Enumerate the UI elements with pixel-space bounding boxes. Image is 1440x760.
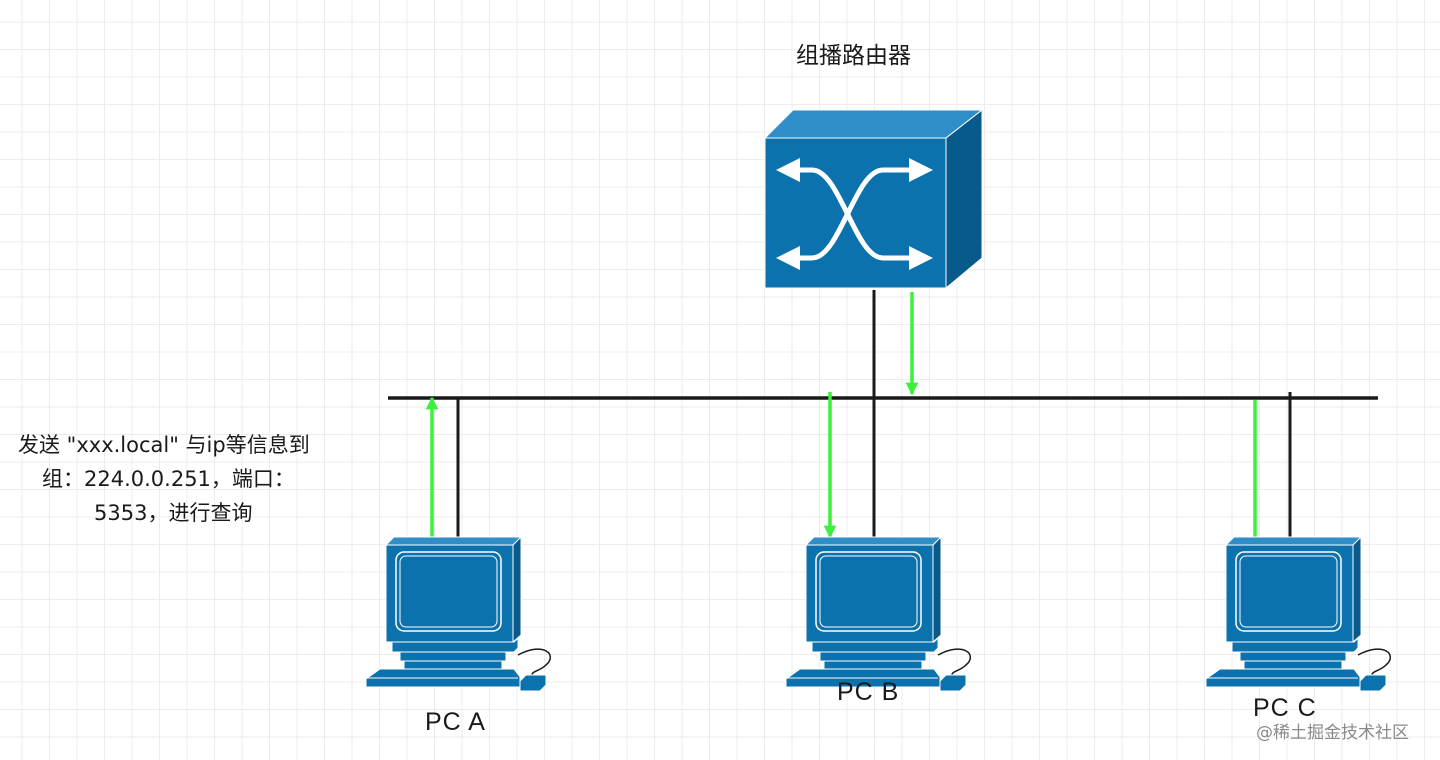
query-note-line: 发送 "xxx.local" 与ip等信息到 (18, 433, 310, 457)
multicast-router-icon (763, 108, 984, 290)
watermark: @稀土掘金技术社区 (1256, 723, 1409, 743)
query-note-line: 组：224.0.0.251，端口： (42, 467, 295, 491)
pc-c-label: PC C (1253, 694, 1317, 722)
query-note: 发送 "xxx.local" 与ip等信息到 组：224.0.0.251，端口：… (18, 428, 310, 530)
router-label: 组播路由器 (796, 43, 911, 69)
pc-b-computer-icon (785, 536, 972, 692)
network-links (388, 290, 1378, 538)
query-note-line: 5353，进行查询 (94, 501, 253, 525)
pc-a-label: PC A (425, 708, 486, 736)
pc-b-label: PC B (837, 678, 900, 706)
pc-a-computer-icon (365, 536, 552, 692)
pc-c-computer-icon (1205, 536, 1392, 692)
flow-arrows (425, 292, 1262, 550)
